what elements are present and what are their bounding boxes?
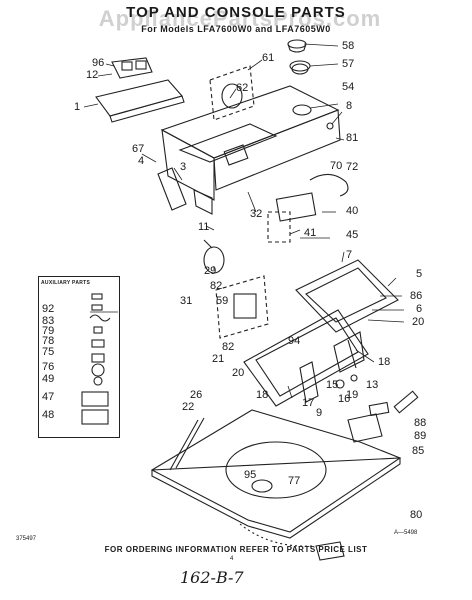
callout-label: 59	[216, 295, 229, 307]
callout-label: 40	[346, 205, 359, 217]
callout-label: 17	[302, 397, 315, 409]
callout-label: 80	[410, 509, 423, 521]
part-40-switch	[275, 192, 317, 222]
callout-label: 5	[416, 268, 423, 280]
ordering-note: FOR ORDERING INFORMATION REFER TO PARTS …	[104, 545, 368, 554]
part-96-badge	[111, 57, 153, 79]
callout-label: 70	[330, 160, 343, 172]
callout-label: 83	[42, 315, 55, 327]
callout-label: 48	[42, 409, 55, 421]
callout-label: 18	[378, 356, 391, 368]
callout-label: 20	[232, 367, 245, 379]
part-58-knob	[287, 39, 307, 49]
handwritten-note: 162-B-7	[180, 568, 244, 587]
part-85	[347, 413, 383, 443]
page-title: TOP AND CONSOLE PARTS	[126, 4, 346, 21]
callout-label: 79	[42, 325, 55, 337]
callout-label: 54	[342, 81, 355, 93]
callout-label: 86	[410, 290, 423, 302]
part-31-group	[215, 275, 269, 339]
callout-label: 4	[138, 155, 145, 167]
page-number: 4	[230, 556, 234, 562]
page-subtitle: For Models LFA7600W0 and LFA7605W0	[141, 24, 331, 34]
callout-label: 75	[42, 346, 55, 358]
callout-label: 1	[74, 101, 81, 113]
callout-label: 16	[338, 393, 351, 405]
callout-label: 7	[346, 249, 353, 261]
part-88	[393, 390, 419, 414]
part-22-cabinet-top	[150, 409, 402, 533]
callout-label: 92	[42, 303, 55, 315]
watermark: AppliancePartsPros.com	[98, 6, 382, 31]
drawing-code-right: A—5498	[394, 530, 418, 536]
tub-opening	[225, 441, 327, 499]
callout-label: 62	[236, 82, 249, 94]
callout-label: 95	[244, 469, 257, 481]
auxiliary-parts-title: AUXILIARY PARTS	[41, 280, 91, 286]
callout-label: 31	[180, 295, 193, 307]
callout-label: 19	[346, 389, 359, 401]
callout-label: 20	[412, 316, 425, 328]
part-54	[292, 104, 312, 116]
callout-label: 58	[342, 40, 355, 52]
callout-label: 41	[304, 227, 317, 239]
callout-label: 67	[132, 143, 145, 155]
drawing-code-left: 375497	[16, 536, 37, 542]
part-80-foot	[315, 541, 345, 561]
callout-label: 61	[262, 52, 275, 64]
part-4-endcap	[157, 167, 187, 211]
part-72-cord	[309, 173, 349, 197]
callout-label: 32	[250, 208, 263, 220]
callout-label: 15	[326, 379, 339, 391]
callout-label: 49	[42, 373, 55, 385]
console-left-end	[161, 129, 215, 201]
callout-label: 88	[414, 417, 427, 429]
callout-label: 89	[414, 430, 427, 442]
part-29-motor	[203, 246, 225, 274]
auxiliary-parts-box	[38, 276, 120, 438]
callout-label: 21	[212, 353, 225, 365]
callout-label: 8	[346, 100, 353, 112]
cabinet-side	[169, 417, 205, 471]
callout-label: 13	[366, 379, 379, 391]
callout-label: 9	[316, 407, 323, 419]
part-18-lever	[333, 331, 365, 373]
callout-label: 29	[204, 265, 217, 277]
callout-label: 3	[180, 161, 187, 173]
callout-label: 26	[190, 389, 203, 401]
callout-label: 82	[210, 280, 223, 292]
callout-label: 94	[288, 335, 301, 347]
leader-lines	[83, 43, 405, 399]
callout-label: 78	[42, 335, 55, 347]
callout-label: 72	[346, 161, 359, 173]
callout-label: 22	[182, 401, 195, 413]
part-94-lid-assembly	[243, 309, 369, 407]
auxiliary-parts-icons	[81, 293, 111, 425]
callout-label: 47	[42, 391, 55, 403]
callout-label: 76	[42, 361, 55, 373]
part-1-panel	[95, 79, 183, 117]
part-61-group	[209, 65, 255, 121]
callout-label: 18	[256, 389, 269, 401]
callout-label: 82	[222, 341, 235, 353]
callout-label: 45	[346, 229, 359, 241]
callout-label: 85	[412, 445, 425, 457]
callout-label: 6	[416, 303, 423, 315]
callout-label: 96	[92, 57, 105, 69]
callout-label: 81	[346, 132, 359, 144]
callout-label: 77	[288, 475, 301, 487]
callout-label: 12	[86, 69, 99, 81]
callout-label: 11	[198, 221, 210, 233]
callout-label: 57	[342, 58, 355, 70]
